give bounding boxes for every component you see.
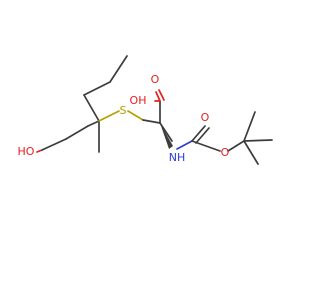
bond-c1-c2 [41, 138, 67, 151]
bond-cbeta-calpha [142, 119, 161, 124]
carbamate-ester-oxygen-label: O [221, 146, 230, 159]
bond-propyl2-propyl3 [109, 55, 128, 83]
bond-ccarb-o-double-b [195, 127, 210, 144]
structure-diagram: HO S OH O NH O O [18, 55, 273, 165]
bond-oester-ctbu [227, 140, 245, 152]
bond-acid-c-o-double-b [158, 89, 165, 101]
bond-c2-c3 [65, 125, 89, 140]
bond-cq-s [98, 110, 120, 122]
acid-carbonyl-oxygen-label: O [151, 73, 160, 86]
bond-ccarb-oester [191, 140, 221, 152]
bond-ccarb-o-double-a [191, 125, 206, 142]
bond-calpha-n [159, 122, 173, 142]
hydroxyl-label: HO [18, 145, 35, 158]
stereo-wedge [160, 123, 173, 149]
bond-propyl1-propyl2 [83, 81, 111, 96]
amine-label: NH [169, 151, 186, 164]
molecule-canvas: HO S OH O NH O O [18, 55, 273, 165]
bond-n-ccarb [176, 140, 193, 150]
atom-labels: HO S OH O NH O O [18, 73, 230, 164]
sulfur-label: S [120, 104, 127, 117]
bond-c3-cq [87, 120, 100, 127]
bond-acid-c-o-double-a [155, 91, 161, 102]
bond-tbu-me1 [243, 111, 256, 142]
bond-tbu-me3 [243, 139, 273, 142]
skeleton-bonds [36, 55, 273, 165]
bond-o-c1 [36, 149, 43, 153]
bond-cq-propyl1 [83, 94, 100, 122]
bond-s-cbeta [127, 110, 144, 121]
bond-tbu-me2 [243, 140, 259, 165]
carbamate-carbonyl-oxygen-label: O [201, 111, 210, 124]
acid-hydroxyl-label: OH [130, 94, 147, 107]
